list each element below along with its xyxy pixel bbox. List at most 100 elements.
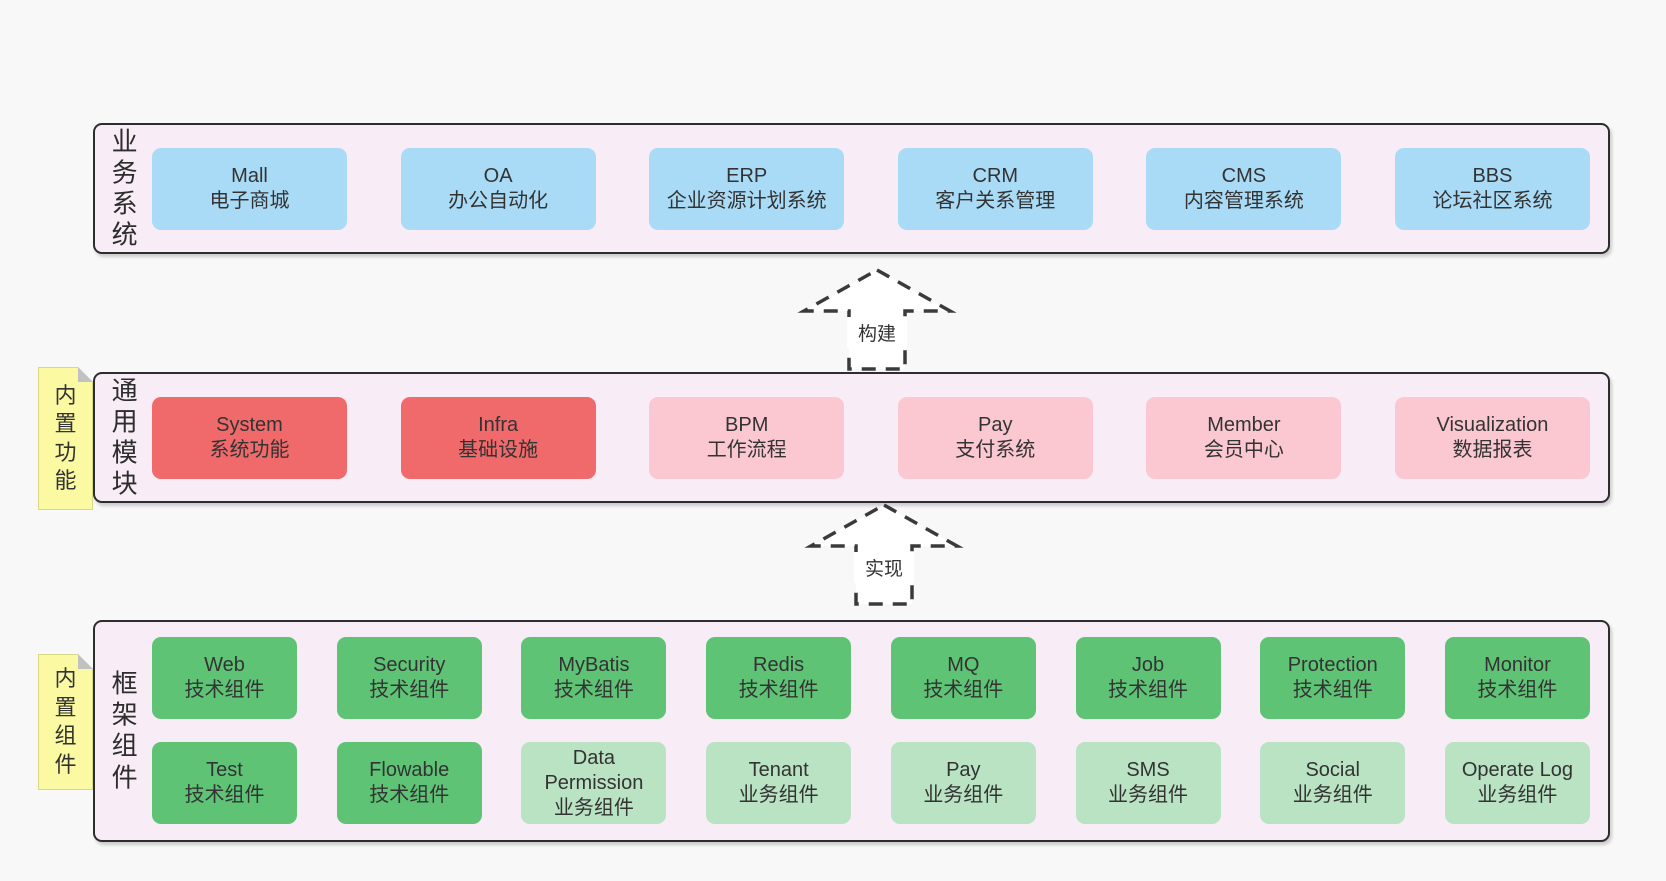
band-business-systems: 业务系统 Mall 电子商城 OA 办公自动化 ERP 企业资源计划系统 CRM… <box>93 123 1610 254</box>
box-title: Tenant <box>748 759 809 781</box>
box-title: ERP <box>726 165 768 187</box>
box-title: SMS <box>1126 759 1170 781</box>
box-subtitle: 业务组件 <box>1108 784 1189 806</box>
box-subtitle: 技术组件 <box>184 784 265 806</box>
box-security: Security 技术组件 <box>336 637 482 719</box>
box-title: Pay <box>978 414 1013 436</box>
box-oa: OA 办公自动化 <box>400 148 596 230</box>
box-subtitle: 会员中心 <box>1203 439 1284 461</box>
band-label: 框架组件 <box>111 668 138 793</box>
box-pay-component: Pay 业务组件 <box>890 742 1036 824</box>
box-mall: Mall 电子商城 <box>152 148 347 230</box>
sticky-note-paper <box>38 367 93 510</box>
box-subtitle: 客户关系管理 <box>935 190 1056 212</box>
box-subtitle: 技术组件 <box>1108 679 1189 701</box>
box-flowable: Flowable 技术组件 <box>336 742 482 824</box>
box-erp: ERP 企业资源计划系统 <box>649 148 845 230</box>
box-crm: CRM 客户关系管理 <box>897 148 1093 230</box>
box-title: BBS <box>1472 165 1513 187</box>
box-subtitle: 企业资源计划系统 <box>666 190 827 212</box>
box-title: Infra <box>478 414 519 436</box>
box-subtitle: 技术组件 <box>1292 679 1373 701</box>
box-test: Test 技术组件 <box>152 742 297 824</box>
box-pay-system: Pay 支付系统 <box>897 397 1093 479</box>
box-title: Flowable <box>369 759 450 781</box>
box-title: System <box>216 414 283 436</box>
box-title: Redis <box>753 654 805 676</box>
box-title: Pay <box>946 759 981 781</box>
box-redis: Redis 技术组件 <box>706 637 852 719</box>
box-title: Web <box>204 654 245 676</box>
box-subtitle: 内容管理系统 <box>1183 190 1304 212</box>
band-row: Mall 电子商城 OA 办公自动化 ERP 企业资源计划系统 CRM 客户关系… <box>152 148 1590 230</box>
band-row: System 系统功能 Infra 基础设施 BPM 工作流程 Pay 支付系统… <box>152 397 1590 479</box>
sticky-note-label: 内置功能 <box>54 382 77 494</box>
box-sms: SMS 业务组件 <box>1075 742 1221 824</box>
box-subtitle: 技术组件 <box>1477 679 1558 701</box>
arrow-label-implement: 实现 <box>854 552 914 583</box>
box-title: Test <box>206 759 243 781</box>
box-protection: Protection 技术组件 <box>1260 637 1406 719</box>
box-title: MQ <box>947 654 980 676</box>
band-common-modules: 通用模块 System 系统功能 Infra 基础设施 BPM 工作流程 Pay… <box>93 372 1610 503</box>
box-title: Protection <box>1287 654 1378 676</box>
band-framework-components: 框架组件 Web 技术组件 Security 技术组件 MyBatis 技术组件… <box>93 620 1610 842</box>
box-subtitle: 支付系统 <box>955 439 1036 461</box>
box-subtitle: 系统功能 <box>209 439 290 461</box>
box-subtitle: 业务组件 <box>1477 784 1558 806</box>
arrow-label-build: 构建 <box>847 317 907 348</box>
box-subtitle: 技术组件 <box>923 679 1004 701</box>
box-title: CRM <box>972 165 1019 187</box>
box-subtitle: 电子商城 <box>209 190 290 212</box>
box-subtitle: 办公自动化 <box>448 190 549 212</box>
box-cms: CMS 内容管理系统 <box>1146 148 1342 230</box>
box-subtitle: 业务组件 <box>923 784 1004 806</box>
box-title: Data Permission <box>544 746 644 794</box>
box-subtitle: 业务组件 <box>553 796 634 819</box>
box-social: Social 业务组件 <box>1260 742 1406 824</box>
box-system: System 系统功能 <box>152 397 347 479</box>
box-subtitle: 基础设施 <box>458 439 539 461</box>
box-title: Social <box>1305 759 1360 781</box>
box-member: Member 会员中心 <box>1146 397 1342 479</box>
box-title: MyBatis <box>558 654 630 676</box>
box-mq: MQ 技术组件 <box>890 637 1036 719</box>
box-subtitle: 技术组件 <box>738 679 819 701</box>
box-title: Job <box>1131 654 1165 676</box>
sticky-note-label: 内置组件 <box>54 665 77 777</box>
box-subtitle: 技术组件 <box>369 784 450 806</box>
box-title: CMS <box>1221 165 1267 187</box>
box-title: Visualization <box>1436 414 1549 436</box>
band-label: 业务系统 <box>111 126 138 250</box>
box-subtitle: 业务组件 <box>738 784 819 806</box>
box-title: BPM <box>725 414 769 436</box>
box-visualization: Visualization 数据报表 <box>1394 397 1590 479</box>
box-subtitle: 技术组件 <box>369 679 450 701</box>
box-job: Job 技术组件 <box>1075 637 1221 719</box>
box-bbs: BBS 论坛社区系统 <box>1394 148 1590 230</box>
box-title: OA <box>483 165 513 187</box>
sticky-note-built-in-components: 内置组件 <box>38 654 93 790</box>
sticky-note-built-in-features: 内置功能 <box>38 367 93 510</box>
box-subtitle: 业务组件 <box>1292 784 1373 806</box>
folded-corner-icon <box>78 654 93 669</box>
box-title: Mall <box>231 165 268 187</box>
box-title: Monitor <box>1484 654 1551 676</box>
box-data-permission: Data Permission 业务组件 <box>521 742 667 824</box>
box-mybatis: MyBatis 技术组件 <box>521 637 667 719</box>
box-subtitle: 工作流程 <box>706 439 787 461</box>
box-subtitle: 论坛社区系统 <box>1432 190 1553 212</box>
band-row: Test 技术组件 Flowable 技术组件 Data Permission … <box>152 742 1590 824</box>
box-title: Member <box>1207 414 1281 436</box>
sticky-note-paper <box>38 654 93 790</box>
box-subtitle: 技术组件 <box>553 679 634 701</box>
box-title: Security <box>373 654 446 676</box>
box-subtitle: 技术组件 <box>184 679 265 701</box>
folded-corner-icon <box>78 367 93 382</box>
box-tenant: Tenant 业务组件 <box>706 742 852 824</box>
box-title: Operate Log <box>1461 759 1574 781</box>
box-web: Web 技术组件 <box>152 637 297 719</box>
box-subtitle: 数据报表 <box>1452 439 1533 461</box>
box-bpm: BPM 工作流程 <box>649 397 845 479</box>
